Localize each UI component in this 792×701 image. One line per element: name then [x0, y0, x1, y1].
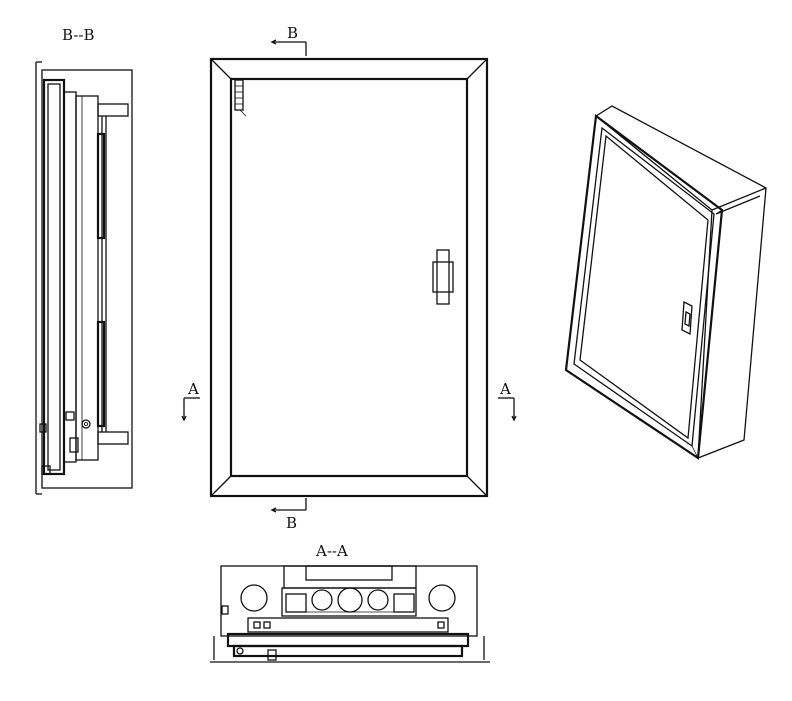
bb-frame-rail — [63, 91, 77, 463]
cut-mark-a-right: A — [498, 380, 517, 422]
bb-outer-body — [41, 69, 133, 489]
svg-text:A: A — [499, 380, 511, 398]
iso-door-panel — [579, 134, 709, 440]
bb-bottom-rail — [97, 431, 129, 445]
svg-text:A: A — [187, 380, 199, 398]
cut-mark-b-top: B — [270, 24, 307, 56]
iso-box-body — [594, 105, 767, 459]
aa-knockout-right — [428, 584, 456, 612]
cut-mark-a-left: A — [181, 380, 200, 422]
cut-mark-b-bottom: B — [270, 498, 307, 532]
door-handle-icon — [432, 249, 454, 305]
aa-mounting-plate — [247, 617, 449, 633]
bb-door-panel — [42, 78, 66, 476]
hinge-icon — [234, 79, 247, 117]
section-bb-view: B--B — [35, 26, 133, 495]
bb-din-rail-lower — [96, 320, 106, 428]
iso-door-handle-icon — [681, 300, 693, 336]
front-door-panel — [229, 77, 469, 478]
aa-top-rail — [283, 565, 417, 589]
section-aa-title: A--A — [315, 542, 348, 560]
bb-top-rail — [97, 103, 129, 117]
aa-knockout-left — [240, 584, 268, 612]
section-bb-title: B--B — [62, 26, 94, 44]
isometric-view — [564, 105, 767, 460]
front-view: B B A A — [181, 24, 517, 532]
section-aa-view: A--A — [210, 542, 490, 663]
front-outer-frame — [209, 57, 489, 498]
svg-text:B: B — [287, 24, 298, 42]
bb-screw-icon — [81, 419, 91, 429]
svg-text:B: B — [286, 514, 297, 532]
bb-din-rail-upper — [96, 132, 106, 240]
bb-inner-frame — [75, 95, 99, 461]
